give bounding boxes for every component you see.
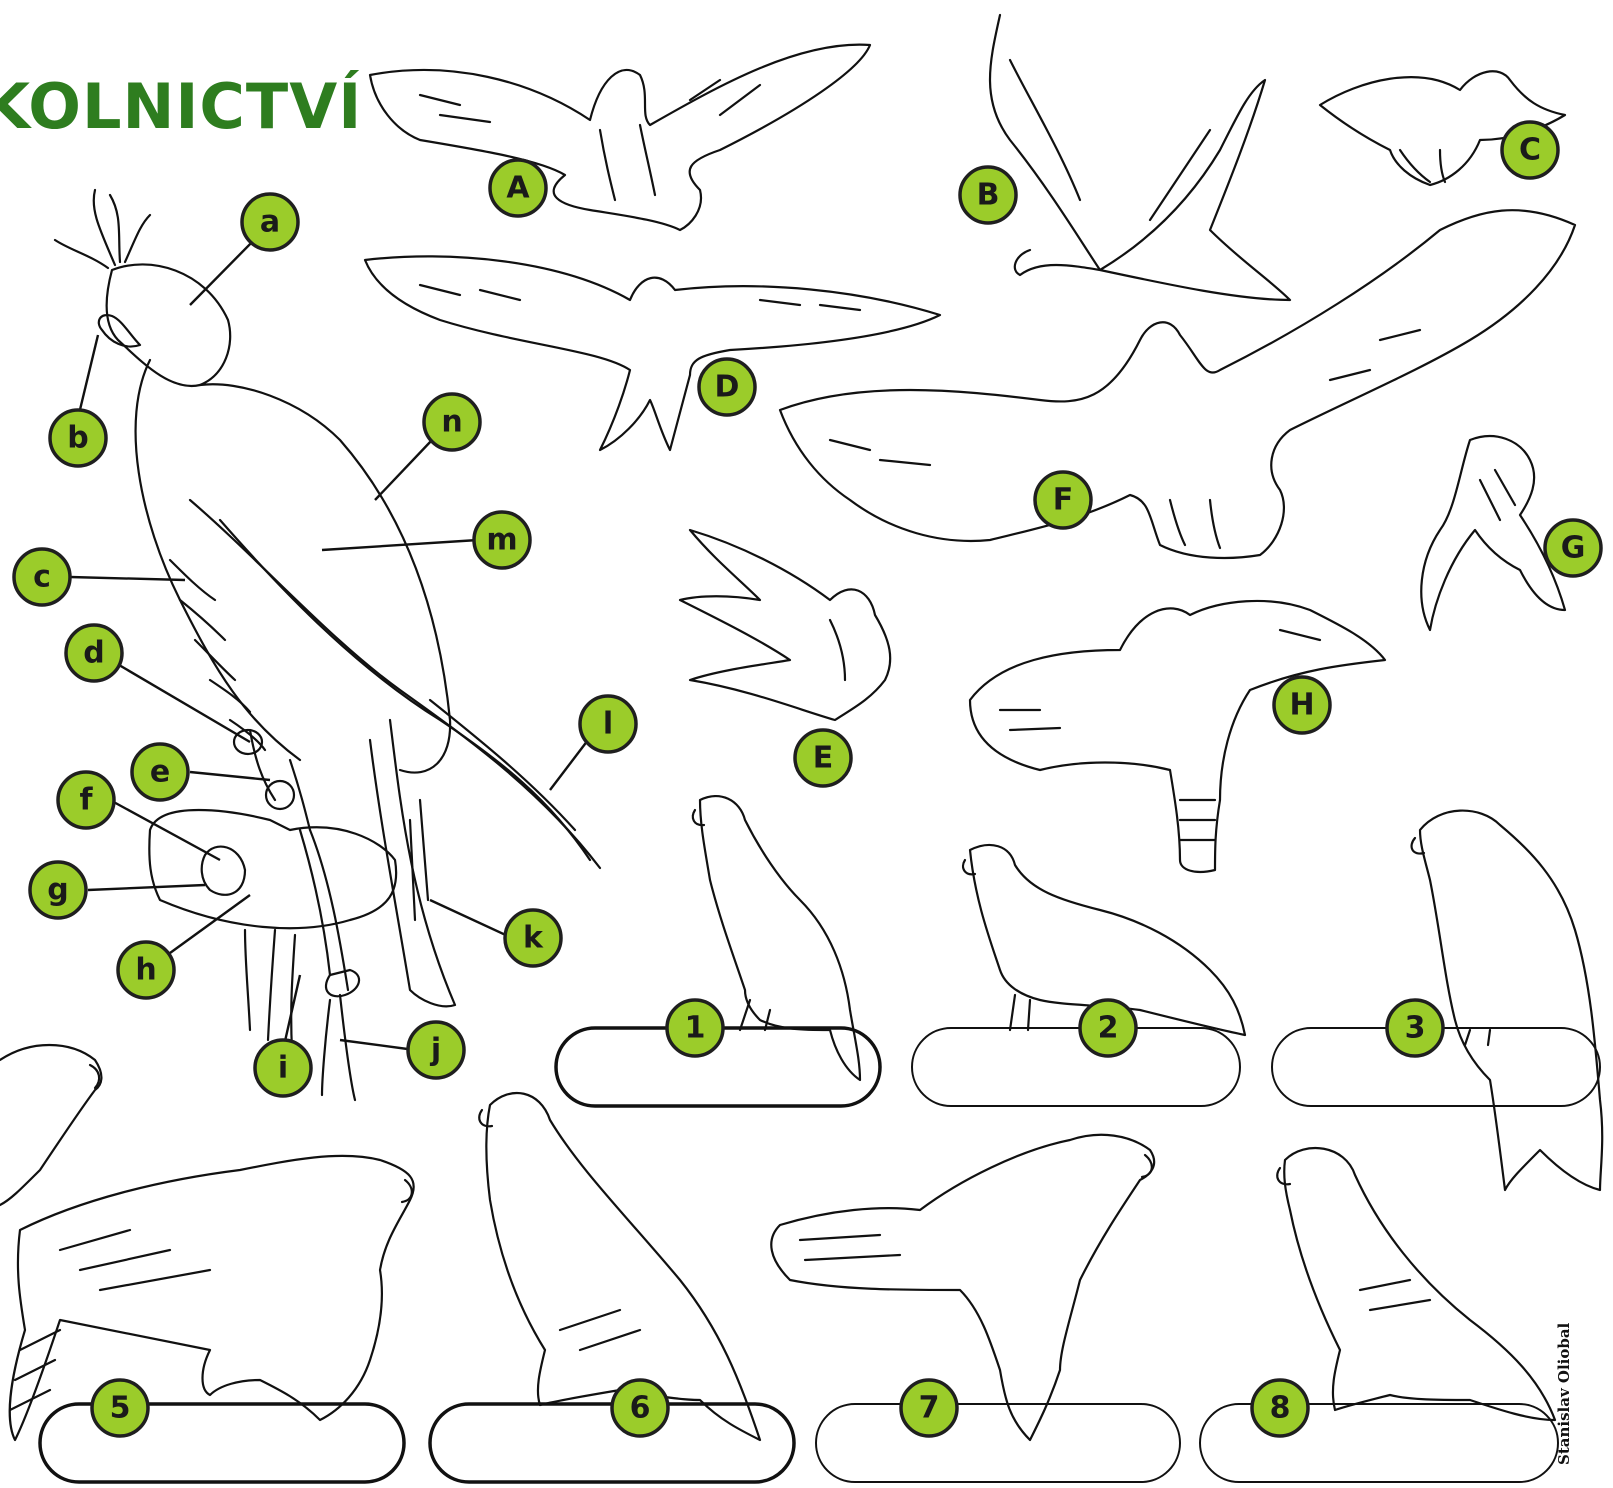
- anatomy-badge-c: c: [14, 549, 70, 605]
- badge-label: 6: [630, 1391, 651, 1426]
- partial-perched-bird-illustration: [0, 1045, 101, 1205]
- badge-label: g: [47, 873, 68, 908]
- flying-bird-b-illustration: [990, 15, 1290, 300]
- perched-badge-5: 5: [92, 1380, 148, 1436]
- badge-label: 5: [110, 1391, 131, 1426]
- flying-bird-h-illustration: [970, 601, 1385, 872]
- flying-bird-g-illustration: [1421, 436, 1565, 630]
- badge-label: l: [603, 707, 613, 742]
- badge-label: f: [79, 783, 93, 818]
- anatomy-badge-i: i: [255, 1040, 311, 1096]
- perched-badge-6: 6: [612, 1380, 668, 1436]
- anatomy-badge-k: k: [505, 910, 561, 966]
- badge-label: c: [33, 560, 51, 595]
- anatomy-badge-n: n: [424, 394, 480, 450]
- anatomy-badge-b: b: [50, 410, 106, 466]
- perched-bird-7-illustration: [771, 1135, 1154, 1440]
- flight-badge-G: G: [1545, 520, 1601, 576]
- flight-badge-H: H: [1274, 677, 1330, 733]
- flight-badge-F: F: [1035, 472, 1091, 528]
- perched-bird-5-illustration: [10, 1156, 414, 1440]
- badge-label: i: [278, 1051, 288, 1086]
- badge-label: D: [715, 370, 740, 405]
- perched-badge-8: 8: [1252, 1380, 1308, 1436]
- badge-label: e: [150, 755, 170, 790]
- badge-label: A: [506, 171, 530, 206]
- answer-pill-7[interactable]: [816, 1404, 1180, 1482]
- anatomy-badge-g: g: [30, 862, 86, 918]
- anatomy-badge-f: f: [58, 772, 114, 828]
- anatomy-badge-j: j: [408, 1022, 464, 1078]
- flying-bird-a-illustration: [370, 45, 870, 230]
- flying-bird-f-illustration: [780, 210, 1575, 558]
- anatomy-badge-e: e: [132, 744, 188, 800]
- perched-badge-2: 2: [1080, 1000, 1136, 1056]
- perched-badge-3: 3: [1387, 1000, 1443, 1056]
- perched-badge-1: 1: [667, 1000, 723, 1056]
- anatomy-badge-l: l: [580, 696, 636, 752]
- badge-label: 1: [685, 1011, 706, 1046]
- badge-label: k: [523, 921, 544, 956]
- badge-label: b: [67, 421, 88, 456]
- badge-label: 2: [1098, 1011, 1119, 1046]
- anatomy-badge-m: m: [474, 512, 530, 568]
- anatomy-badge-d: d: [66, 625, 122, 681]
- flight-badge-C: C: [1502, 122, 1558, 178]
- badge-label: n: [441, 405, 462, 440]
- badge-label: 8: [1270, 1391, 1291, 1426]
- badge-label: j: [430, 1033, 441, 1068]
- flight-badge-B: B: [960, 167, 1016, 223]
- badge-label: F: [1053, 483, 1074, 518]
- perched-badge-7: 7: [901, 1380, 957, 1436]
- badge-label: a: [260, 205, 280, 240]
- badge-label: 3: [1405, 1011, 1426, 1046]
- badge-label: 7: [919, 1391, 940, 1426]
- perched-bird-8-illustration: [1277, 1148, 1555, 1420]
- illustrator-credit: Stanislav Oliobal: [1555, 1323, 1573, 1465]
- answer-pill-2[interactable]: [912, 1028, 1240, 1106]
- badge-label: G: [1561, 531, 1586, 566]
- flight-badge-A: A: [490, 160, 546, 216]
- flying-bird-e-illustration: [680, 530, 890, 720]
- badge-label: C: [1519, 133, 1541, 168]
- badge-label: H: [1289, 688, 1314, 723]
- anatomy-badge-a: a: [242, 194, 298, 250]
- badge-label: B: [977, 178, 1000, 213]
- badge-label: m: [486, 523, 517, 558]
- perched-bird-3-illustration: [1412, 811, 1603, 1190]
- flight-badge-D: D: [699, 359, 755, 415]
- badge-label: d: [83, 636, 104, 671]
- anatomy-badge-h: h: [118, 942, 174, 998]
- flight-badge-E: E: [795, 730, 851, 786]
- badge-label: h: [135, 953, 156, 988]
- badge-label: E: [813, 741, 834, 776]
